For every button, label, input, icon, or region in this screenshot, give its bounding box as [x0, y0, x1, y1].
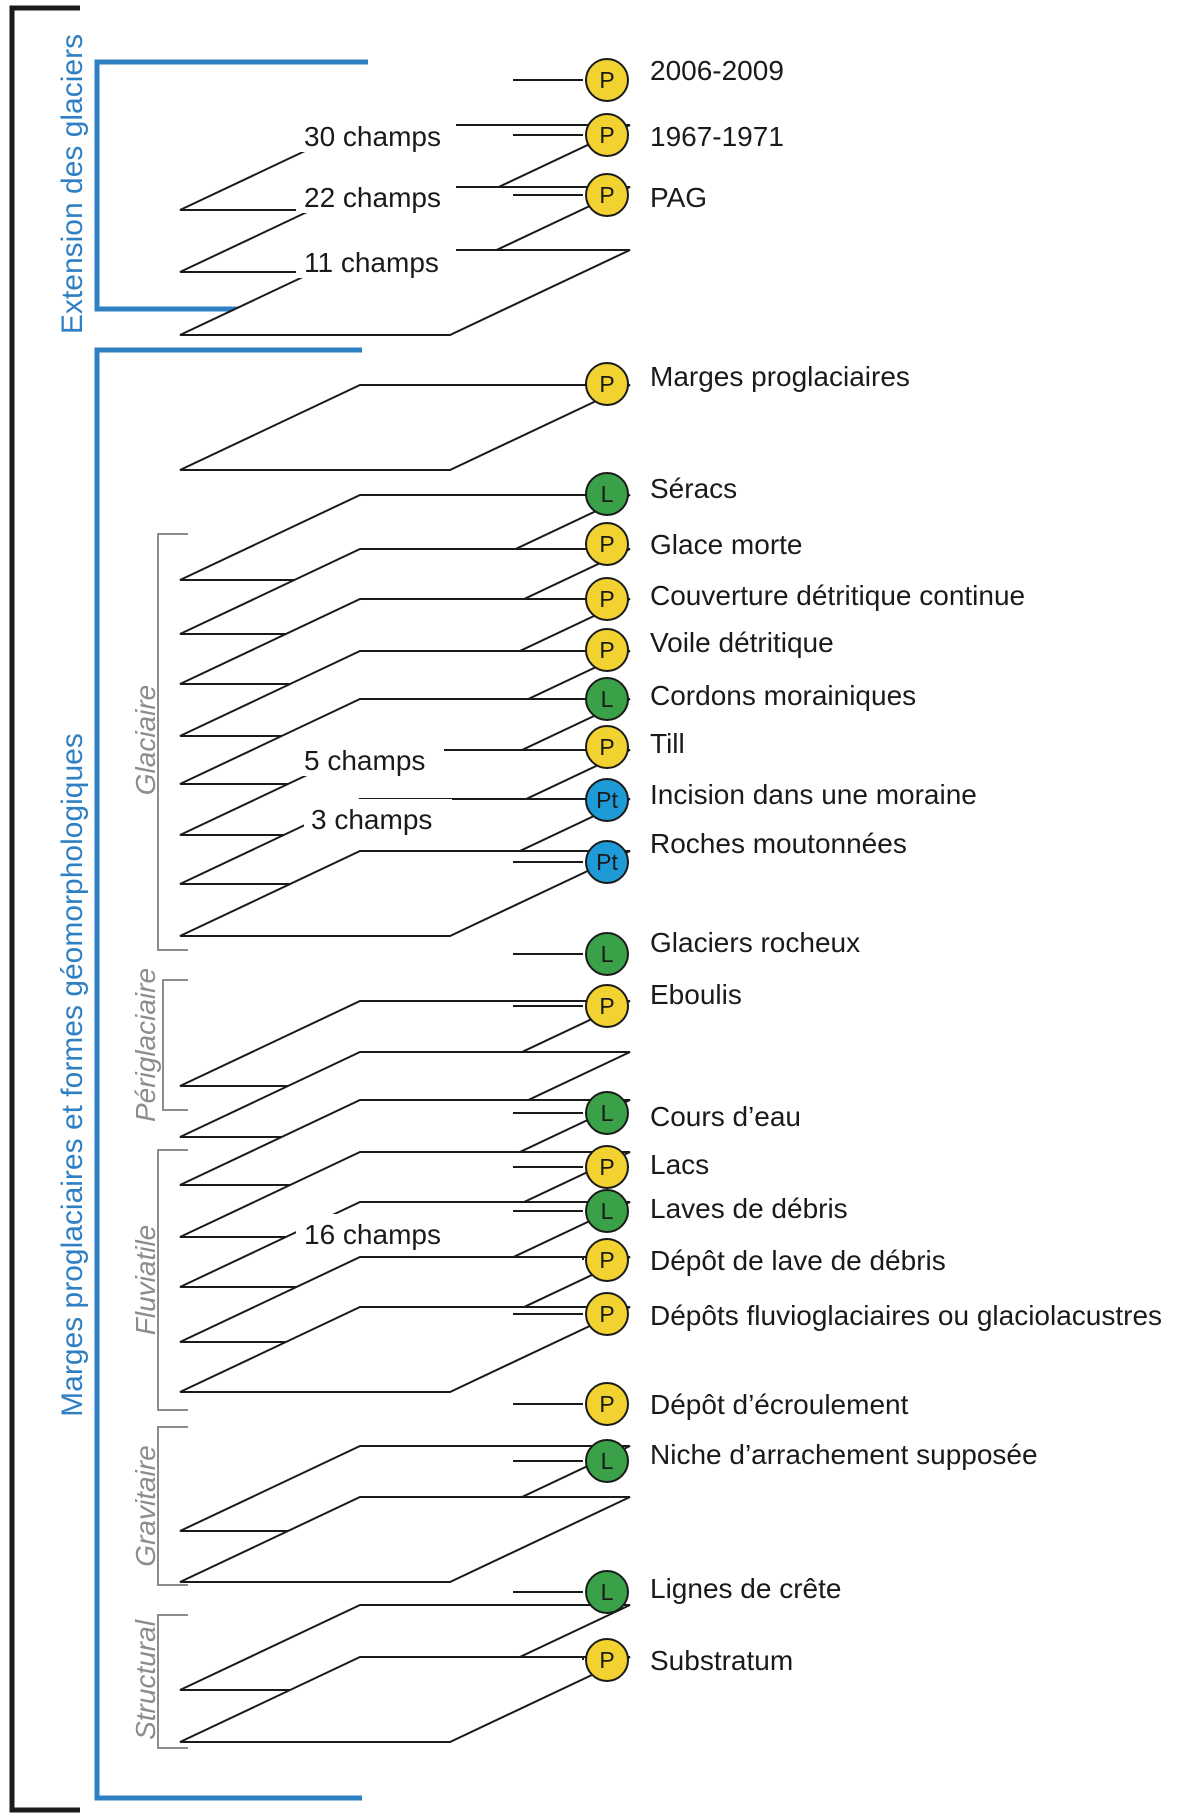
badge-p-icon	[585, 362, 629, 406]
badge-p-icon	[585, 1382, 629, 1426]
subgroup-label-glaciaire: Glaciaire	[130, 685, 161, 795]
badge-p-icon	[585, 522, 629, 566]
badge-letter: P	[599, 122, 614, 148]
layer-label: Incision dans une moraine	[650, 779, 977, 810]
badge-letter: P	[599, 371, 614, 397]
badge-pt-icon	[585, 778, 629, 822]
badge-p-icon	[585, 984, 629, 1028]
layer-label: Marges proglaciaires	[650, 361, 910, 392]
layer-plane	[179, 1656, 631, 1743]
layer-label: Couverture détritique continue	[650, 580, 1025, 611]
champs-label-3: 3 champs	[311, 804, 432, 835]
subgroup-label-structural: Structural	[130, 1619, 161, 1740]
layer-plane	[179, 1306, 631, 1393]
group-label-extension: Extension des glaciers	[56, 34, 89, 334]
structural-bracket	[157, 1614, 188, 1749]
badge-letter: L	[601, 1100, 614, 1126]
badge-letter: Pt	[596, 849, 618, 875]
badge-p-icon	[585, 58, 629, 102]
badge-letter: L	[601, 1448, 614, 1474]
layer-label: Lacs	[650, 1149, 709, 1180]
layer-plane	[179, 850, 631, 937]
badge-letter: P	[599, 993, 614, 1019]
badge-letter: P	[599, 1391, 614, 1417]
badge-letter: P	[599, 734, 614, 760]
layer-label: Glace morte	[650, 529, 803, 560]
layer-label: Till	[650, 728, 685, 759]
badge-letter: P	[599, 1247, 614, 1273]
badge-l-icon	[585, 932, 629, 976]
layer-label: Lignes de crête	[650, 1573, 841, 1604]
champs-label-5: 5 champs	[304, 745, 425, 776]
subgroup-label-fluviatile: Fluviatile	[130, 1225, 161, 1335]
outer-bracket	[9, 5, 80, 1813]
champs-group: 30 champs 22 champs 11 champs 5 champs 3…	[296, 116, 456, 1250]
layer-plane	[179, 384, 631, 471]
layer-label: Roches moutonnées	[650, 828, 907, 859]
badge-l-icon	[585, 472, 629, 516]
badge-letter: P	[599, 1647, 614, 1673]
layer-label: PAG	[650, 182, 707, 213]
subgroup-label-gravitaire: Gravitaire	[130, 1445, 161, 1566]
badge-p-icon	[585, 725, 629, 769]
badge-letter: L	[601, 686, 614, 712]
champs-label-22: 22 champs	[304, 182, 441, 213]
layer-label: Dépôt de lave de débris	[650, 1245, 946, 1276]
layer-plane	[179, 249, 631, 336]
glaciaire-bracket	[157, 533, 188, 951]
badge-pt-icon	[585, 840, 629, 884]
badge-l-icon	[585, 1091, 629, 1135]
layer-label: Cordons morainiques	[650, 680, 916, 711]
badge-letter: L	[601, 941, 614, 967]
badge-l-icon	[585, 1439, 629, 1483]
periglaciaire-bracket	[162, 979, 188, 1111]
badge-p-icon	[585, 1238, 629, 1282]
subgroup-label-periglaciaire: Périglaciaire	[130, 968, 161, 1122]
layer-label: Niche d’arrachement supposée	[650, 1439, 1038, 1470]
layer-label: Dépôts fluvioglaciaires ou glaciolacustr…	[650, 1300, 1162, 1331]
badge-l-icon	[585, 1189, 629, 1233]
gravitaire-bracket	[157, 1426, 188, 1586]
layer-label: Laves de débris	[650, 1193, 848, 1224]
champs-label-16: 16 champs	[304, 1219, 441, 1250]
badge-letter: L	[601, 1579, 614, 1605]
badge-letter: P	[599, 531, 614, 557]
badge-p-icon	[585, 173, 629, 217]
badge-p-icon	[585, 628, 629, 672]
layer-label: 2006-2009	[650, 55, 784, 86]
group-label-marges: Marges proglaciaires et formes géomorpho…	[56, 733, 89, 1417]
extension-bracket	[94, 59, 368, 312]
badge-letter: P	[599, 1301, 614, 1327]
layer-label: Séracs	[650, 473, 737, 504]
marges-bracket	[94, 347, 362, 1801]
badge-letter: L	[601, 1198, 614, 1224]
layer-plane	[179, 1496, 631, 1583]
badge-p-icon	[585, 113, 629, 157]
layer-label: 1967-1971	[650, 121, 784, 152]
badge-letter: P	[599, 1154, 614, 1180]
badge-l-icon	[585, 677, 629, 721]
badge-letter: P	[599, 637, 614, 663]
layer-label: Cours d’eau	[650, 1101, 801, 1132]
badge-letter: P	[599, 182, 614, 208]
badge-p-icon	[585, 577, 629, 621]
badge-letter: Pt	[596, 787, 618, 813]
badge-letter: L	[601, 481, 614, 507]
layer-label: Glaciers rocheux	[650, 927, 860, 958]
layer-label: Substratum	[650, 1645, 793, 1676]
layer-label: Dépôt d’écroulement	[650, 1389, 909, 1420]
fluviatile-bracket	[157, 1149, 188, 1411]
champs-label-11: 11 champs	[304, 247, 439, 278]
badge-l-icon	[585, 1570, 629, 1614]
badge-p-icon	[585, 1638, 629, 1682]
badge-letter: P	[599, 586, 614, 612]
champs-label-30: 30 champs	[304, 121, 441, 152]
layer-label: Voile détritique	[650, 627, 834, 658]
badge-letter: P	[599, 67, 614, 93]
badge-p-icon	[585, 1292, 629, 1336]
layer-label: Eboulis	[650, 979, 742, 1010]
badge-p-icon	[585, 1145, 629, 1189]
